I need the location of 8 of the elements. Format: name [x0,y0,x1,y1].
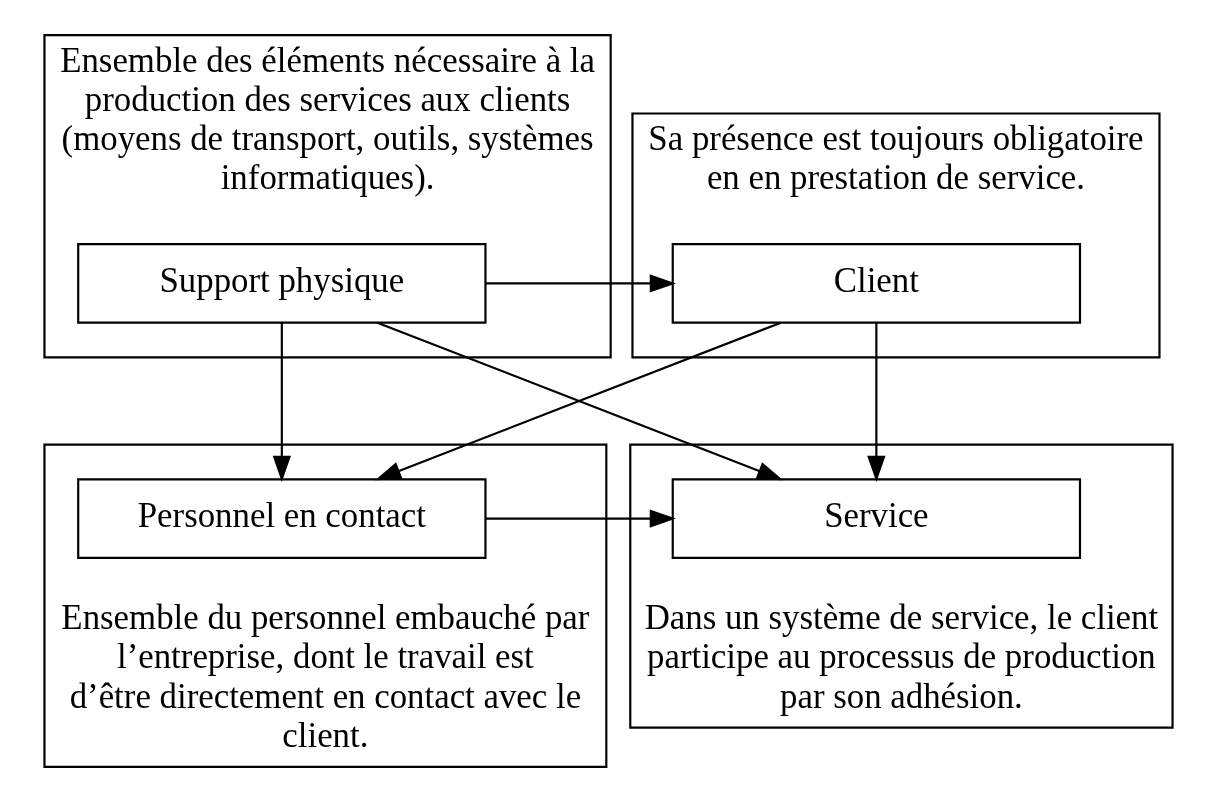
node-box: Client [671,242,1081,324]
node-box: Personnel en contact [76,477,487,559]
arrow [866,322,886,482]
node-box: Support physique [76,242,487,324]
node-box: Service [671,477,1081,559]
arrow [485,273,676,293]
arrow [485,508,676,528]
arrow [272,322,291,482]
